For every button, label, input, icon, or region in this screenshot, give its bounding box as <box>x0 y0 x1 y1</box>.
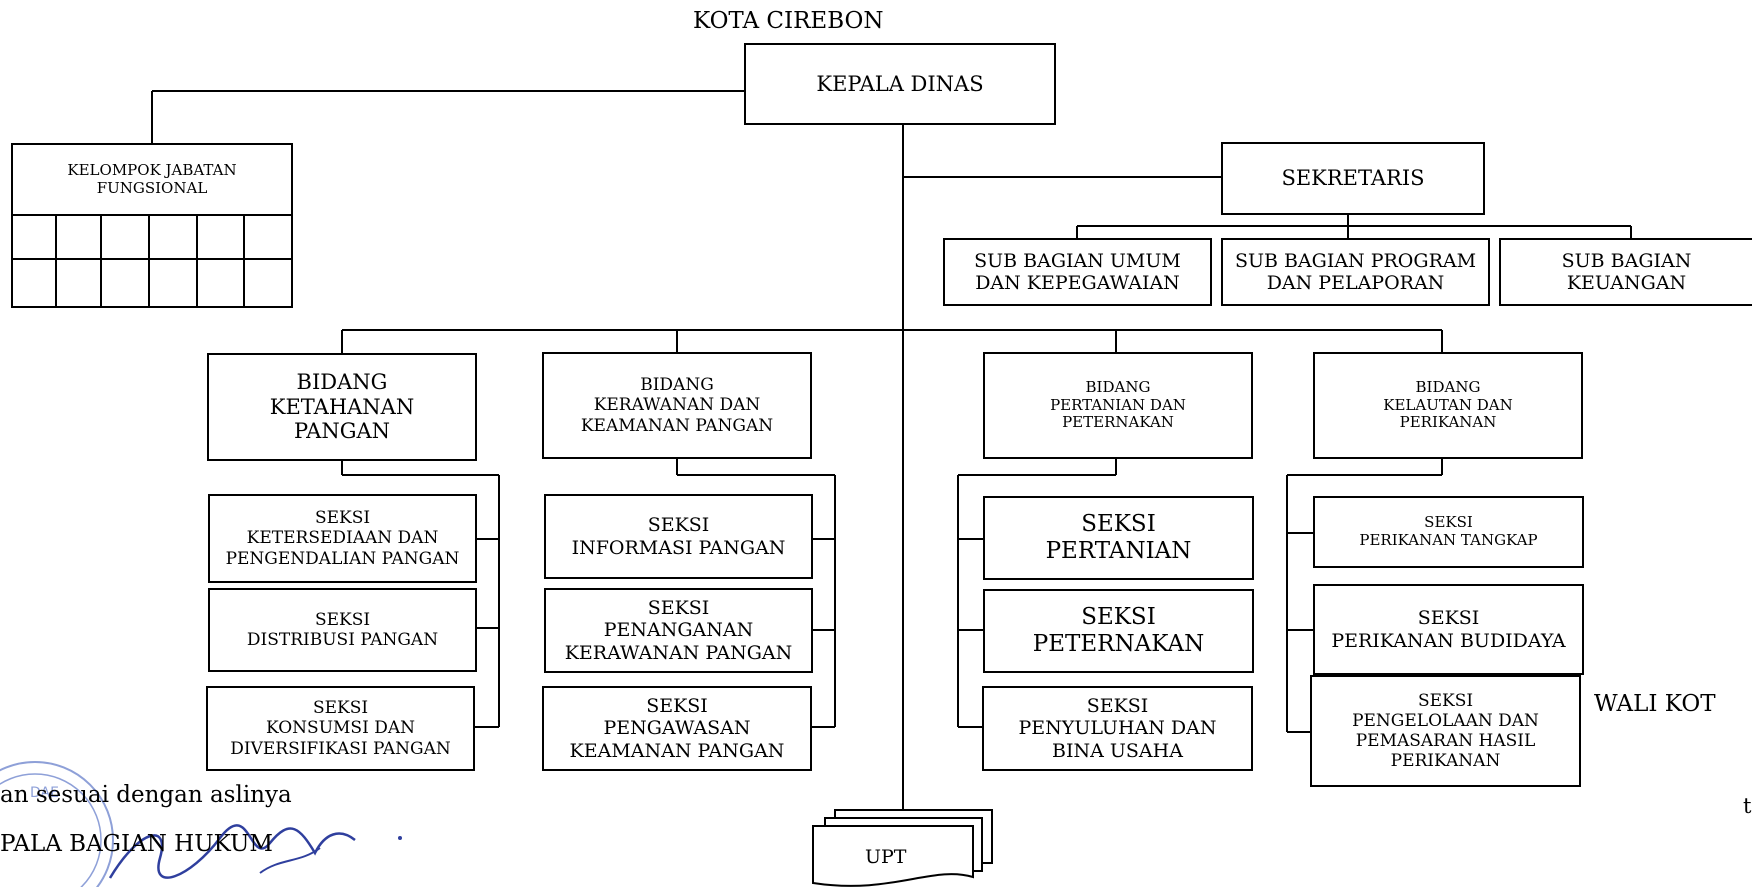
section-box: SEKSI KETERSEDIAAN DAN PENGENDALIAN PANG… <box>208 494 477 583</box>
section-box: SEKSI PERIKANAN BUDIDAYA <box>1313 584 1584 675</box>
grid-cell <box>245 260 291 306</box>
section-box: SEKSI PERIKANAN TANGKAP <box>1313 496 1584 568</box>
mayor-text: WALI KOT <box>1594 691 1716 717</box>
grid-cell <box>150 214 198 260</box>
division-line: KEAMANAN PANGAN <box>580 415 774 436</box>
section-line: PEMASARAN HASIL <box>1355 731 1536 751</box>
section-line: DISTRIBUSI PANGAN <box>246 630 439 650</box>
section-box: SEKSI KONSUMSI DAN DIVERSIFIKASI PANGAN <box>206 686 475 771</box>
section-line: KETERSEDIAAN DAN <box>246 528 439 549</box>
mayor-suffix-text: t <box>1743 794 1752 818</box>
section-line: PENGENDALIAN PANGAN <box>225 548 460 569</box>
section-box: SEKSI PENGAWASAN KEAMANAN PANGAN <box>542 686 812 771</box>
sub-unit-box: SUB BAGIAN PROGRAM DAN PELAPORAN <box>1221 238 1490 306</box>
section-box: SEKSI PENANGANAN KERAWANAN PANGAN <box>544 588 813 673</box>
upt-label: UPT <box>865 846 907 868</box>
section-line: BINA USAHA <box>1052 739 1183 762</box>
section-line: PENYULUHAN DAN <box>1018 717 1217 740</box>
secretary-box: SEKRETARIS <box>1221 142 1485 215</box>
head-label: KEPALA DINAS <box>816 71 984 96</box>
section-line: SEKSI <box>647 596 710 619</box>
sub-unit-line: SUB BAGIAN UMUM <box>974 249 1181 272</box>
upt-document-icon <box>812 825 974 887</box>
sub-unit-box: SUB BAGIAN KEUANGAN <box>1499 238 1752 306</box>
section-line: PERIKANAN TANGKAP <box>1359 531 1538 549</box>
division-line: KERAWANAN DAN <box>593 395 761 416</box>
section-line: PERTANIAN <box>1045 538 1192 564</box>
functional-group-grid <box>11 214 293 308</box>
division-line: KELAUTAN DAN <box>1383 395 1513 414</box>
signature-scribble <box>108 824 402 879</box>
division-line: BIDANG <box>1415 377 1481 396</box>
grid-cell <box>245 214 291 260</box>
section-line: SEKSI <box>314 609 371 630</box>
section-box: SEKSI INFORMASI PANGAN <box>544 494 813 579</box>
legal-head-text: PALA BAGIAN HUKUM <box>0 831 273 857</box>
section-line: SEKSI <box>647 514 710 537</box>
section-line: PENGAWASAN <box>603 717 751 740</box>
section-line: PETERNAKAN <box>1032 631 1205 657</box>
sub-unit-line: DAN KEPEGAWAIAN <box>975 272 1180 294</box>
section-line: SEKSI <box>1081 510 1156 537</box>
secretary-label: SEKRETARIS <box>1281 166 1425 191</box>
division-line: PANGAN <box>293 419 391 444</box>
section-box: SEKSI PENYULUHAN DAN BINA USAHA <box>982 686 1253 771</box>
section-line: PERIKANAN BUDIDAYA <box>1331 629 1566 652</box>
section-line: SEKSI <box>1417 607 1480 630</box>
functional-group-box: KELOMPOK JABATAN FUNGSIONAL <box>11 143 293 216</box>
division-line: BIDANG <box>1085 377 1151 396</box>
grid-cell <box>102 260 150 306</box>
stamp-seal-icon: DAE <box>0 761 114 887</box>
section-box: SEKSI PENGELOLAAN DAN PEMASARAN HASIL PE… <box>1310 675 1581 787</box>
section-box: SEKSI DISTRIBUSI PANGAN <box>208 588 477 672</box>
division-line: PERIKANAN <box>1399 413 1497 432</box>
grid-cell <box>198 214 245 260</box>
grid-cell <box>102 214 150 260</box>
section-line: KEAMANAN PANGAN <box>569 739 785 762</box>
functional-group-line1: KELOMPOK JABATAN <box>67 160 237 179</box>
svg-text:DAE: DAE <box>30 785 59 801</box>
sub-unit-line: DAN PELAPORAN <box>1266 272 1445 294</box>
grid-cell <box>57 214 102 260</box>
section-line: SEKSI <box>1424 513 1473 532</box>
section-line: SEKSI <box>1081 603 1156 630</box>
grid-cell <box>198 260 245 306</box>
section-box: SEKSI PETERNAKAN <box>983 589 1254 673</box>
city-title: KOTA CIREBON <box>693 8 884 34</box>
section-line: SEKSI <box>1086 694 1149 717</box>
division-box: BIDANG KETAHANAN PANGAN <box>207 353 477 461</box>
division-box: BIDANG KELAUTAN DAN PERIKANAN <box>1313 352 1583 459</box>
head-box: KEPALA DINAS <box>744 43 1056 125</box>
section-line: KONSUMSI DAN <box>266 718 415 739</box>
section-line: INFORMASI PANGAN <box>571 536 786 559</box>
division-line: PETERNAKAN <box>1062 413 1174 432</box>
section-line: KERAWANAN PANGAN <box>564 641 793 664</box>
section-line: DIVERSIFIKASI PANGAN <box>230 738 451 759</box>
division-box: BIDANG PERTANIAN DAN PETERNAKAN <box>983 352 1253 459</box>
grid-cell <box>13 214 57 260</box>
division-line: BIDANG <box>296 369 388 394</box>
certified-text: an sesuai dengan aslinya <box>0 782 292 808</box>
functional-group-line2: FUNGSIONAL <box>96 178 208 197</box>
section-line: SEKSI <box>1417 690 1474 711</box>
grid-cell <box>13 260 57 306</box>
section-line: PENGELOLAAN DAN <box>1352 710 1539 731</box>
division-line: BIDANG <box>640 375 714 396</box>
section-line: SEKSI <box>314 508 371 529</box>
division-box: BIDANG KERAWANAN DAN KEAMANAN PANGAN <box>542 352 812 459</box>
section-line: PERIKANAN <box>1390 751 1501 772</box>
section-line: SEKSI <box>312 698 369 719</box>
section-box: SEKSI PERTANIAN <box>983 496 1254 580</box>
division-line: PERTANIAN DAN <box>1050 395 1186 414</box>
grid-cell <box>150 260 198 306</box>
division-line: KETAHANAN <box>269 394 415 419</box>
section-line: SEKSI <box>646 694 708 717</box>
sub-unit-line: SUB BAGIAN <box>1561 249 1692 272</box>
section-line: PENANGANAN <box>603 619 754 642</box>
sub-unit-box: SUB BAGIAN UMUM DAN KEPEGAWAIAN <box>943 238 1212 306</box>
grid-cell <box>57 260 102 306</box>
sub-unit-line: SUB BAGIAN PROGRAM <box>1234 249 1477 272</box>
sub-unit-line: KEUANGAN <box>1566 272 1687 294</box>
